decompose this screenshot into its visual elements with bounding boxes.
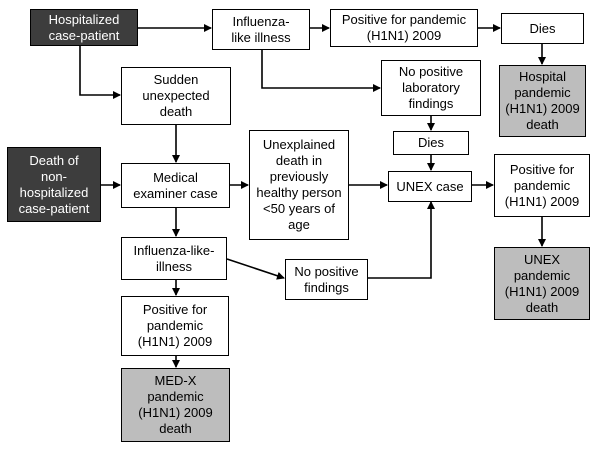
unex-case-box: UNEX case — [388, 171, 472, 202]
positive-pandemic-right-box: Positive for pandemic (H1N1) 2009 — [494, 154, 590, 217]
influenza-like-illness-top-box: Influenza- like illness — [212, 9, 310, 50]
arrow-ili-to-no-findings — [226, 258, 285, 280]
influenza-like-illness-left-box: Influenza-like- illness — [121, 237, 227, 280]
arrow-hospitalized-to-sudden-death — [79, 46, 121, 99]
positive-pandemic-top-box: Positive for pandemic (H1N1) 2009 — [330, 9, 478, 47]
arrow-ili-to-no-lab — [261, 50, 381, 92]
positive-pandemic-left-box: Positive for pandemic (H1N1) 2009 — [121, 296, 229, 356]
no-positive-laboratory-findings-box: No positive laboratory findings — [381, 60, 481, 116]
hospital-pandemic-death-box: Hospital pandemic (H1N1) 2009 death — [499, 65, 586, 137]
hospitalized-case-patient-box: Hospitalized case-patient — [30, 9, 138, 46]
death-non-hospitalized-box: Death of non- hospitalized case-patient — [7, 147, 101, 222]
unexplained-death-box: Unexplained death in previously healthy … — [249, 130, 349, 240]
medx-pandemic-death-box: MED-X pandemic (H1N1) 2009 death — [121, 368, 230, 442]
sudden-unexpected-death-box: Sudden unexpected death — [121, 67, 231, 125]
arrow-no-findings-to-unex — [368, 201, 435, 279]
medical-examiner-case-box: Medical examiner case — [121, 163, 230, 208]
dies-top-box: Dies — [501, 13, 584, 44]
unex-pandemic-death-box: UNEX pandemic (H1N1) 2009 death — [494, 247, 590, 320]
dies-mid-box: Dies — [393, 131, 469, 155]
no-positive-findings-box: No positive findings — [285, 259, 368, 300]
